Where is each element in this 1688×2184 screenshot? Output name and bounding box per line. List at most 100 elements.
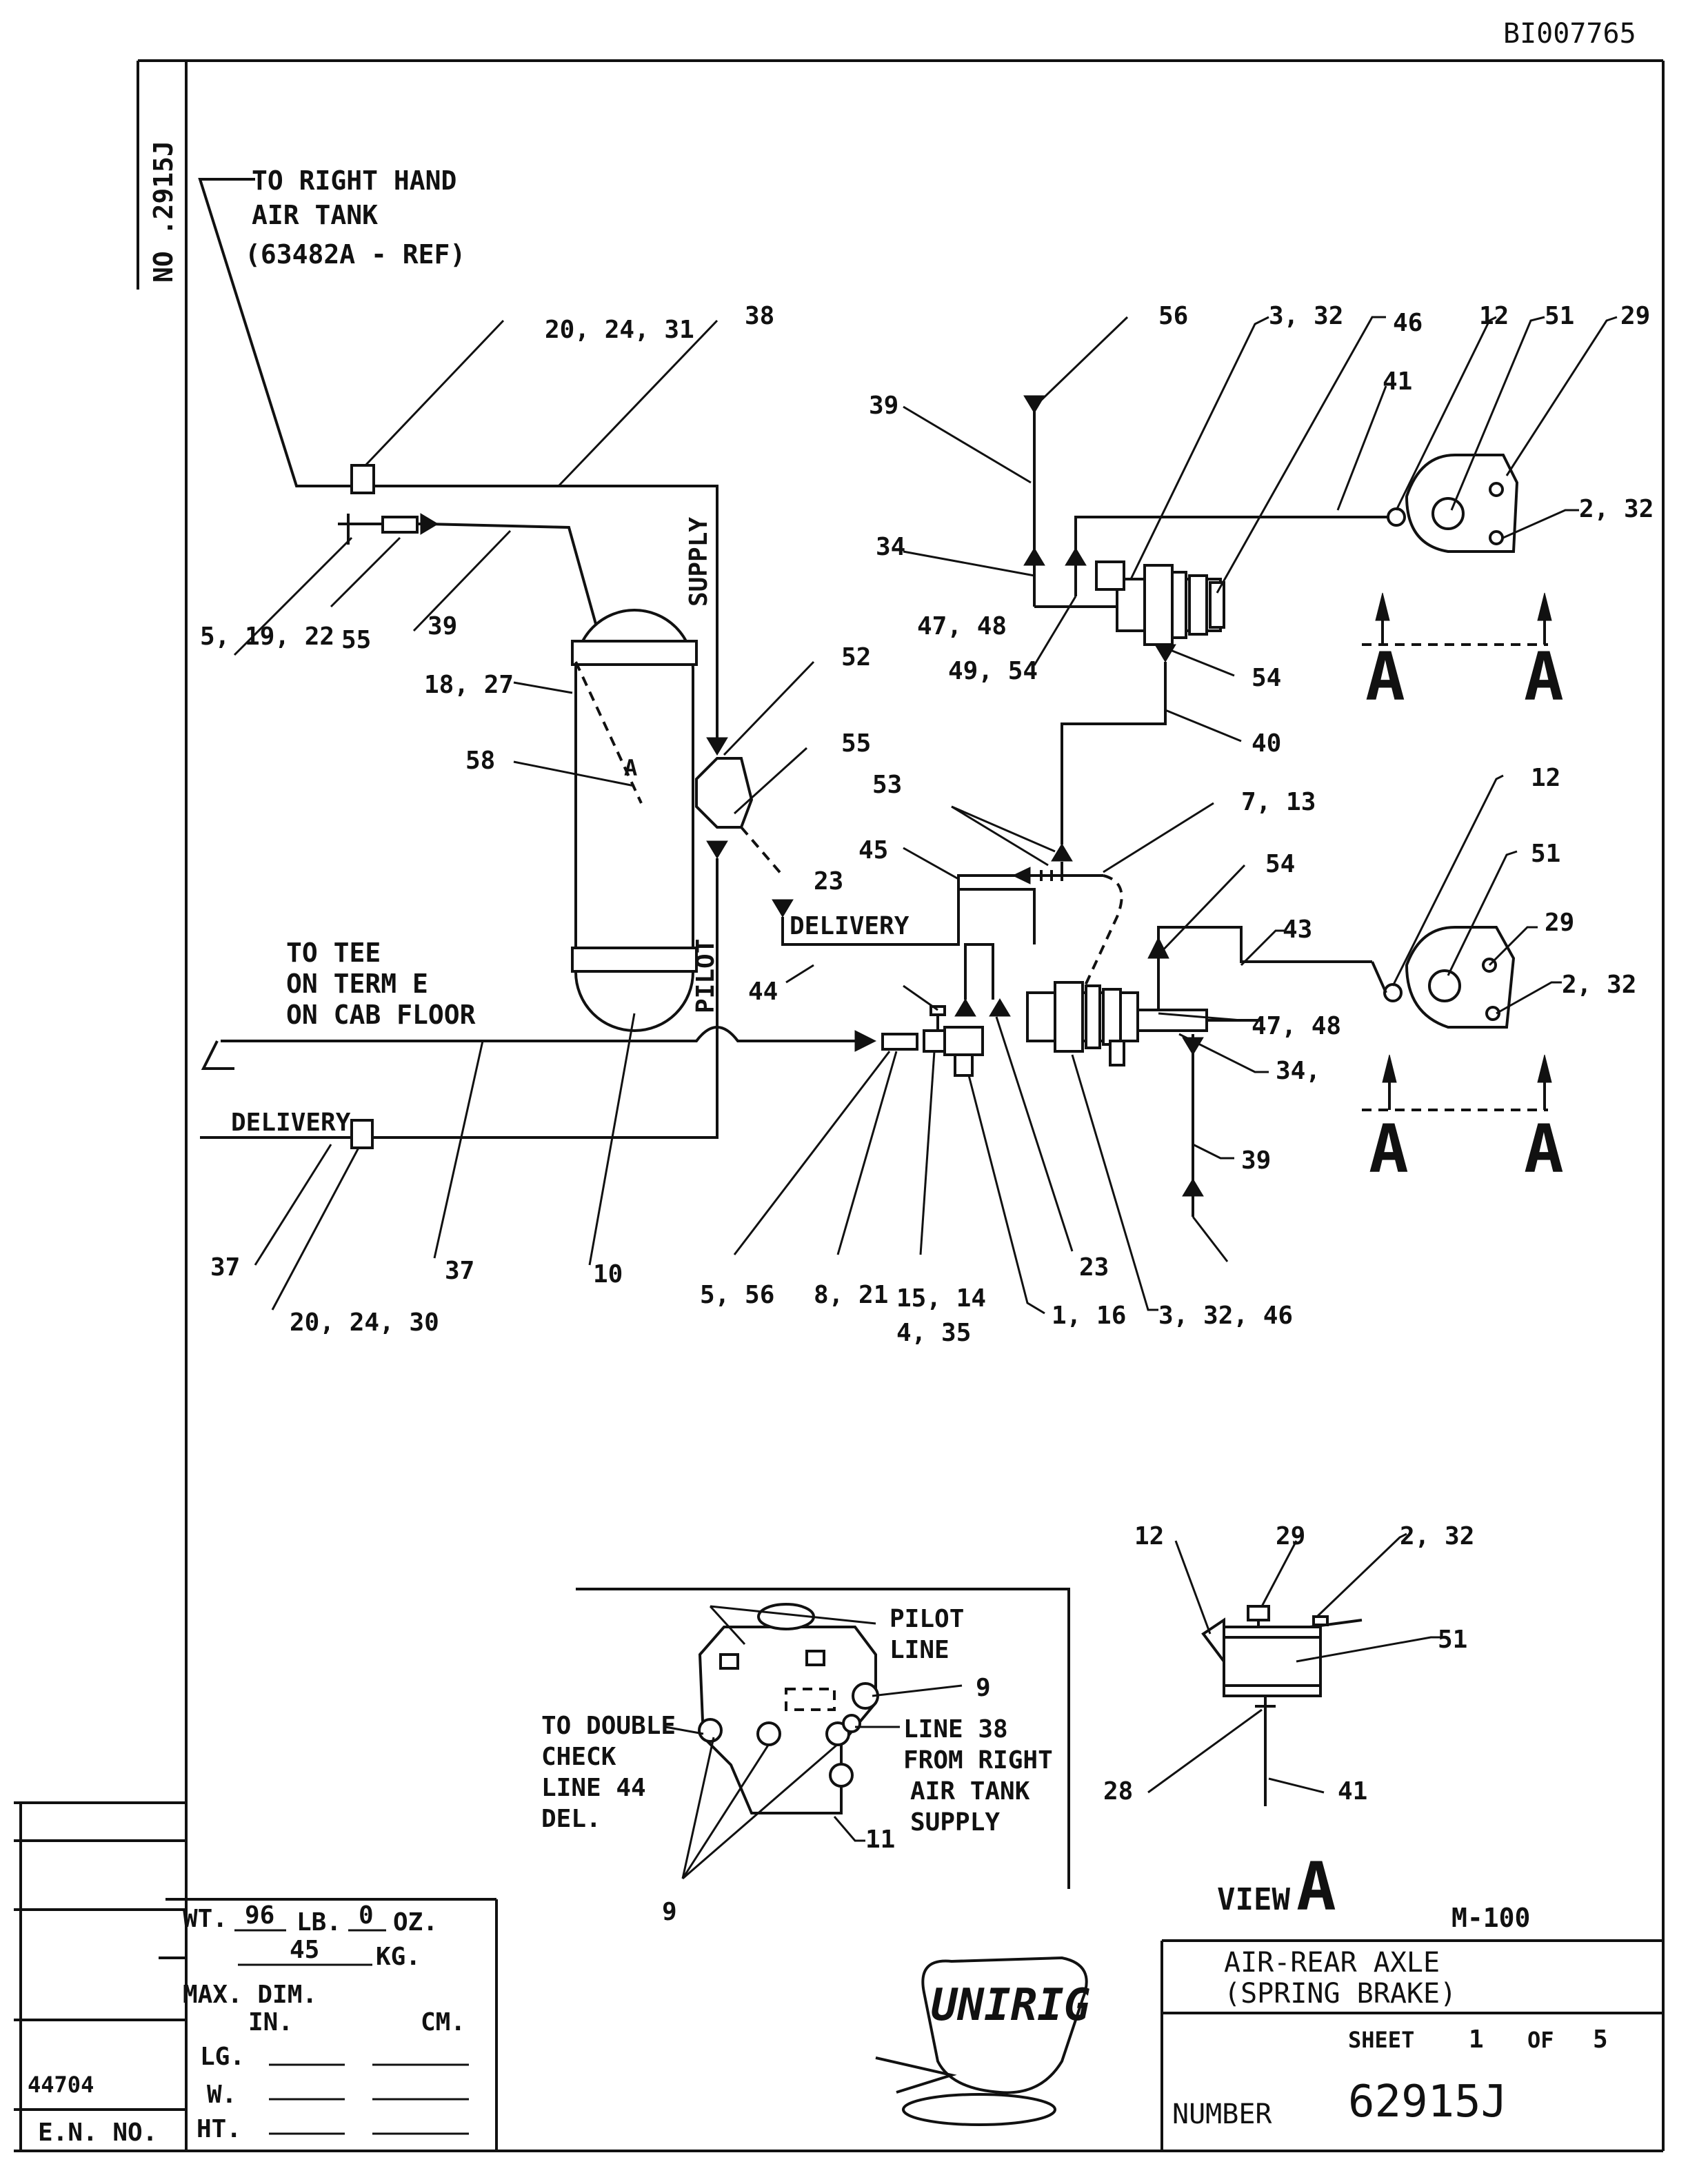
svg-text:OZ.: OZ. bbox=[393, 1908, 438, 1937]
svg-text:A: A bbox=[1369, 1111, 1409, 1188]
callout-39-top: 39 bbox=[428, 612, 457, 640]
callout-3-32-upper: 3, 32 bbox=[1269, 302, 1343, 330]
callout-4-35: 4, 35 bbox=[896, 1319, 971, 1347]
inset-pilot-line-1: PILOT bbox=[890, 1605, 964, 1633]
section-a-a-upper: A A bbox=[1362, 592, 1564, 716]
supply-line-38 bbox=[198, 178, 719, 745]
check-arrow-icon bbox=[854, 1030, 877, 1052]
line-45-upper bbox=[957, 874, 1103, 889]
inset-double-check-2: CHECK bbox=[541, 1743, 616, 1771]
callout-51-mid: 51 bbox=[1531, 840, 1560, 868]
upper-spring-brake-chamber bbox=[1048, 560, 1225, 663]
callout-28: 28 bbox=[1103, 1777, 1133, 1806]
pilot-label: PILOT bbox=[692, 939, 720, 1013]
callout-8-21: 8, 21 bbox=[814, 1281, 888, 1309]
callout-51-view: 51 bbox=[1438, 1626, 1467, 1654]
svg-text:A: A bbox=[624, 755, 637, 781]
unirig-logo: UNIRIG bbox=[875, 1956, 1090, 2126]
air-tank-10: A bbox=[571, 609, 698, 1032]
callout-56: 56 bbox=[1158, 302, 1188, 330]
callout-55-top: 55 bbox=[341, 626, 371, 654]
view-letter: A bbox=[1296, 1848, 1336, 1925]
relay-valve bbox=[695, 757, 754, 829]
view-label: VIEW bbox=[1217, 1882, 1290, 1917]
svg-text:ON TERM E: ON TERM E bbox=[286, 969, 428, 999]
callout-3-32-46: 3, 32, 46 bbox=[1158, 1302, 1293, 1330]
callout-49-54: 49, 54 bbox=[948, 657, 1038, 685]
supply-label: SUPPLY bbox=[685, 517, 713, 607]
callout-43: 43 bbox=[1283, 916, 1312, 944]
line-40 bbox=[1061, 662, 1167, 845]
callout-41-upper: 41 bbox=[1383, 367, 1412, 396]
sheet-total: 5 bbox=[1593, 2025, 1608, 2054]
inset-9-top: 9 bbox=[976, 1674, 991, 1702]
drawing-border bbox=[14, 59, 1665, 2152]
svg-text:45: 45 bbox=[290, 1936, 319, 1964]
weight-dimension-block: WT. 96 LB. 0 OZ. 45 KG. MAX. DIM. IN. CM… bbox=[165, 1898, 498, 2151]
inset-line38-2: FROM RIGHT bbox=[903, 1746, 1053, 1775]
svg-text:WT.: WT. bbox=[183, 1905, 228, 1933]
callout-55-mid: 55 bbox=[841, 729, 871, 758]
en-number-value: 44704 bbox=[28, 2072, 94, 2098]
svg-text:96: 96 bbox=[245, 1901, 274, 1930]
inset-double-check-3: LINE 44 bbox=[541, 1774, 646, 1802]
callout-2-32-mid: 2, 32 bbox=[1562, 971, 1636, 999]
svg-text:A: A bbox=[1365, 638, 1405, 716]
document-id: BI007765 bbox=[1503, 18, 1636, 50]
callout-38: 38 bbox=[745, 302, 774, 330]
inset-11: 11 bbox=[865, 1826, 895, 1854]
callout-5-56: 5, 56 bbox=[700, 1281, 774, 1309]
callout-47-48-upper: 47, 48 bbox=[917, 612, 1007, 640]
callout-39-upper: 39 bbox=[869, 392, 898, 420]
callout-58: 58 bbox=[465, 747, 495, 775]
callout-12-mid: 12 bbox=[1531, 764, 1560, 792]
fitting-20-24-30 bbox=[350, 1119, 374, 1149]
callout-46: 46 bbox=[1393, 309, 1423, 337]
inset-double-check-4: DEL. bbox=[541, 1805, 601, 1833]
delivery-label-mid: DELIVERY bbox=[790, 912, 910, 940]
line-43 bbox=[1157, 926, 1372, 969]
svg-text:TO RIGHT HAND: TO RIGHT HAND bbox=[252, 165, 456, 196]
callout-23-bottom: 23 bbox=[1079, 1253, 1109, 1282]
callout-5-19-22: 5, 19, 22 bbox=[200, 623, 334, 651]
title-block: AIR-REAR AXLE (SPRING BRAKE) SHEET 1 OF … bbox=[1160, 1939, 1663, 2151]
delivery-label-left: DELIVERY bbox=[231, 1109, 351, 1137]
inset-pilot-line-2: LINE bbox=[890, 1636, 950, 1664]
svg-text:(63482A - REF): (63482A - REF) bbox=[245, 239, 465, 270]
callout-12-view: 12 bbox=[1134, 1522, 1164, 1550]
number-value: 62915J bbox=[1348, 2076, 1507, 2127]
delivery-dashed-line bbox=[740, 826, 784, 877]
inset-line38-1: LINE 38 bbox=[903, 1715, 1008, 1743]
svg-text:UNIRIG: UNIRIG bbox=[931, 1980, 1090, 2031]
fitting-20-24-31 bbox=[350, 464, 375, 494]
callout-44: 44 bbox=[748, 978, 778, 1006]
callout-34-lower: 34, bbox=[1276, 1057, 1320, 1085]
lower-spring-brake-chamber bbox=[1026, 981, 1262, 1066]
drawing-number-vertical: NO .2915J bbox=[148, 141, 179, 283]
callout-34-upper: 34 bbox=[876, 533, 905, 561]
line-37-supply bbox=[221, 1026, 858, 1042]
callout-23-top: 23 bbox=[814, 867, 843, 896]
callout-52: 52 bbox=[841, 643, 871, 671]
callout-41-view: 41 bbox=[1338, 1777, 1367, 1806]
callout-2-32-view: 2, 32 bbox=[1400, 1522, 1474, 1550]
section-a-a-lower: A A bbox=[1362, 1054, 1564, 1188]
callout-54-upper: 54 bbox=[1252, 664, 1281, 692]
drawing-title-line-1: AIR-REAR AXLE bbox=[1224, 1947, 1440, 1979]
dashed-pilot-link bbox=[1071, 874, 1123, 1014]
svg-text:W.: W. bbox=[207, 2081, 237, 2109]
callout-29-mid: 29 bbox=[1545, 909, 1574, 937]
lower-slack-adjuster bbox=[1371, 926, 1516, 1029]
svg-text:CM.: CM. bbox=[421, 2008, 465, 2036]
callout-47-48-lower: 47, 48 bbox=[1252, 1012, 1341, 1040]
svg-text:A: A bbox=[1524, 1111, 1564, 1188]
right-tank-note: TO RIGHT HAND AIR TANK (63482A - REF) bbox=[245, 165, 465, 270]
upper-slack-adjuster bbox=[1387, 454, 1519, 553]
svg-text:0: 0 bbox=[359, 1901, 374, 1930]
sheet-label: SHEET bbox=[1348, 2027, 1414, 2053]
drawing-title-line-2: (SPRING BRAKE) bbox=[1224, 1978, 1456, 2010]
svg-text:A: A bbox=[1524, 638, 1564, 716]
line-45 bbox=[781, 888, 1036, 946]
svg-text:IN.: IN. bbox=[248, 2008, 293, 2036]
